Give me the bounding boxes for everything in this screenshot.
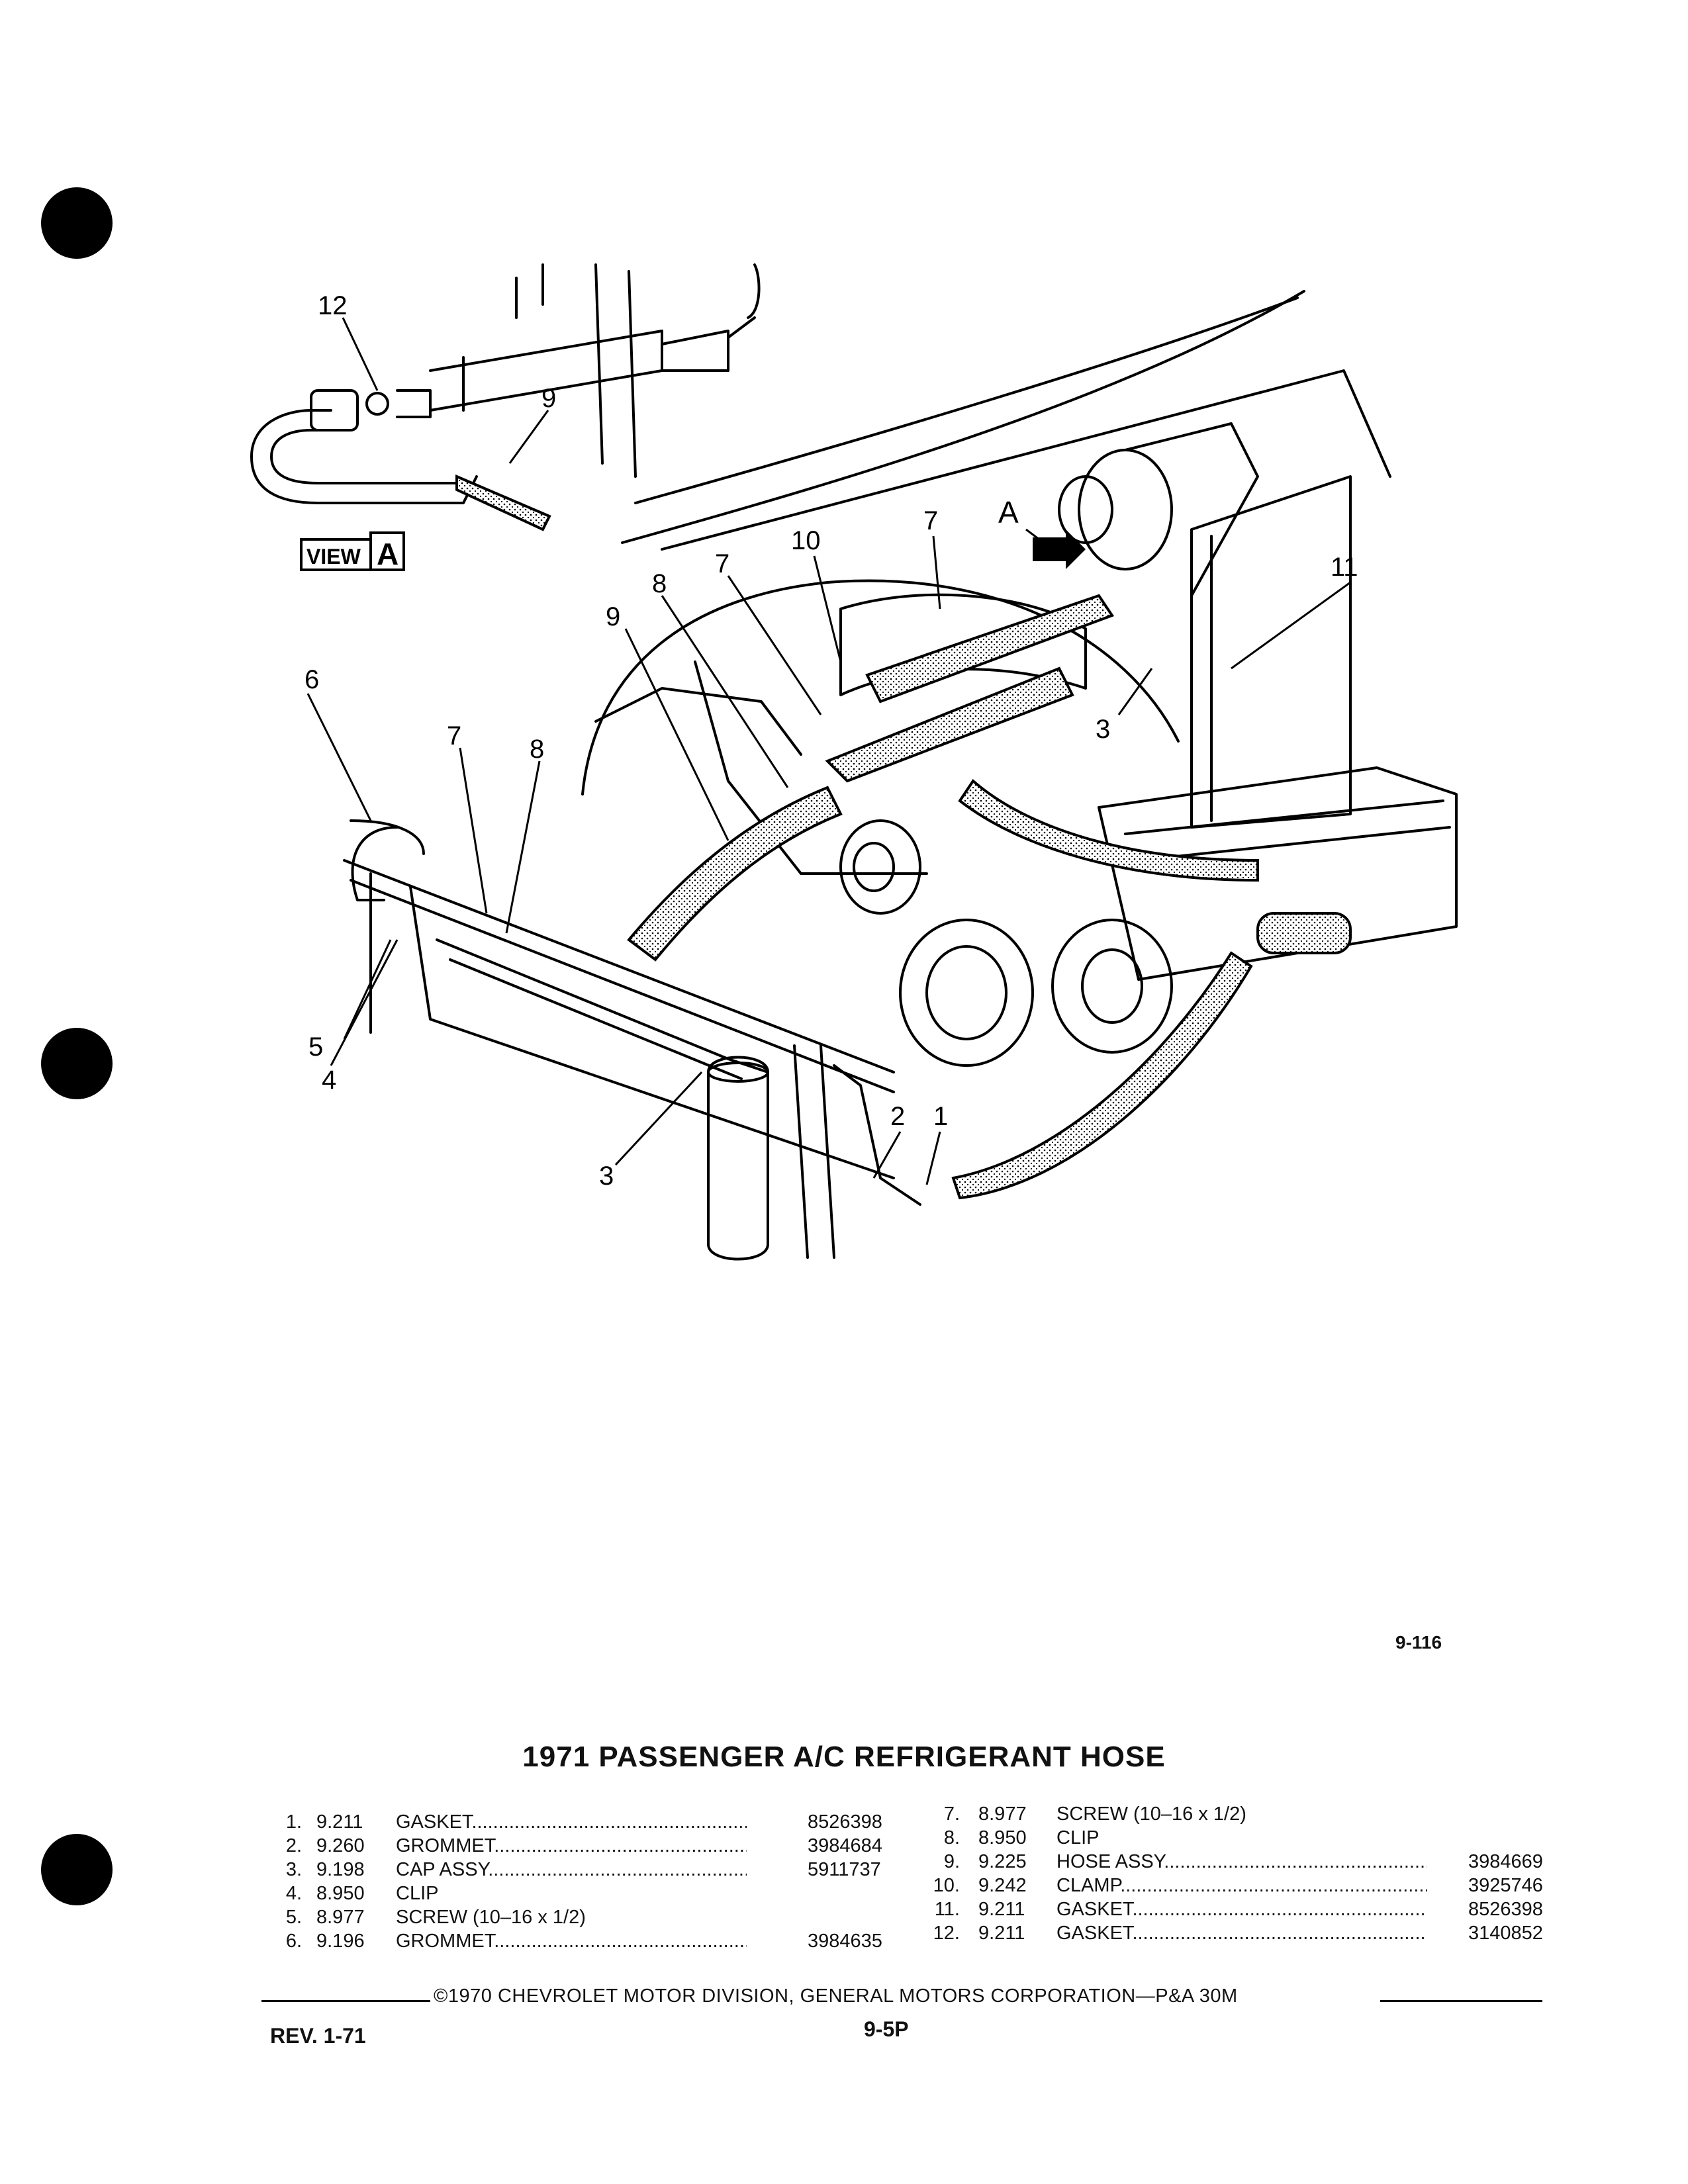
part-number: 3984669 xyxy=(1468,1851,1543,1872)
revision-label: REV. 1-71 xyxy=(270,2024,366,2048)
part-group-code: 9.211 xyxy=(978,1923,1025,1944)
part-description: CAP ASSY................................… xyxy=(396,1859,747,1880)
parts-row-9: 9. 9.225 HOSE ASSY......................… xyxy=(927,1850,1589,1874)
callout-4: 4 xyxy=(322,1066,336,1095)
parts-list-right: 7. 8.977 SCREW (10–16 x 1/2) 8. 8.950 CL… xyxy=(927,1802,1589,1974)
parts-row-6: 6. 9.196 GROMMET........................… xyxy=(278,1929,907,1953)
footer-rule-left xyxy=(261,2000,430,2002)
parts-row-2: 2. 9.260 GROMMET........................… xyxy=(278,1834,907,1858)
part-description: GROMMET.................................… xyxy=(396,1835,747,1856)
part-group-code: 8.950 xyxy=(316,1883,365,1904)
part-description: HOSE ASSY...............................… xyxy=(1056,1851,1427,1872)
binder-hole-bottom xyxy=(41,1834,113,1905)
callout-3a: 3 xyxy=(1096,715,1110,744)
part-number: 3984635 xyxy=(808,1931,882,1952)
callout-7a: 7 xyxy=(447,721,461,751)
part-group-code: 9.198 xyxy=(316,1859,365,1880)
parts-row-10: 10. 9.242 CLAMP.........................… xyxy=(927,1874,1589,1897)
callout-6: 6 xyxy=(305,665,319,694)
binder-hole-middle xyxy=(41,1028,113,1099)
callout-3b: 3 xyxy=(599,1161,614,1191)
part-description: CLAMP...................................… xyxy=(1056,1875,1427,1896)
parts-row-1: 1. 9.211 GASKET.........................… xyxy=(278,1810,907,1834)
binder-hole-top xyxy=(41,187,113,259)
callout-10: 10 xyxy=(791,526,821,555)
part-group-code: 9.211 xyxy=(978,1899,1025,1920)
part-number-index: 8. xyxy=(943,1827,960,1848)
part-group-code: 9.196 xyxy=(316,1931,365,1952)
part-number: 3984684 xyxy=(808,1835,882,1856)
arrow-letter: A xyxy=(998,495,1019,529)
parts-row-5: 5. 8.977 SCREW (10–16 x 1/2) xyxy=(278,1905,907,1929)
part-number-index: 3. xyxy=(285,1859,302,1880)
callout-9b: 9 xyxy=(541,384,556,413)
part-group-code: 9.225 xyxy=(978,1851,1027,1872)
part-group-code: 9.260 xyxy=(316,1835,365,1856)
part-description: GASKET..................................… xyxy=(1056,1923,1427,1944)
parts-row-7: 7. 8.977 SCREW (10–16 x 1/2) xyxy=(927,1802,1589,1826)
part-number-index: 2. xyxy=(285,1835,302,1856)
callout-5: 5 xyxy=(308,1032,323,1062)
view-label-word: VIEW xyxy=(306,545,361,569)
part-description: GASKET..................................… xyxy=(396,1811,747,1833)
parts-row-3: 3. 9.198 CAP ASSY.......................… xyxy=(278,1858,907,1882)
callout-7b: 7 xyxy=(715,549,729,578)
part-number: 3925746 xyxy=(1468,1875,1543,1896)
page-number: 9-5P xyxy=(864,2017,909,2041)
part-number-index: 10. xyxy=(933,1875,960,1896)
part-number-index: 11. xyxy=(934,1899,960,1920)
part-description: GASKET..................................… xyxy=(1056,1899,1427,1920)
view-a-label: VIEW A xyxy=(300,531,405,571)
part-description: SCREW (10–16 x 1/2) xyxy=(396,1907,586,1928)
callout-8b: 8 xyxy=(652,569,667,598)
callout-7c: 7 xyxy=(923,506,938,535)
part-number-index: 7. xyxy=(943,1803,960,1825)
part-group-code: 8.950 xyxy=(978,1827,1027,1848)
callout-9a: 9 xyxy=(606,602,620,631)
part-number-index: 6. xyxy=(285,1931,302,1952)
part-description: CLIP xyxy=(1056,1827,1100,1848)
part-description: CLIP xyxy=(396,1883,439,1904)
callout-1: 1 xyxy=(933,1102,948,1131)
part-group-code: 9.211 xyxy=(316,1811,363,1833)
part-number-index: 12. xyxy=(933,1923,960,1944)
part-number-index: 9. xyxy=(943,1851,960,1872)
part-number-index: 5. xyxy=(285,1907,302,1928)
part-number: 3140852 xyxy=(1468,1923,1543,1944)
part-number: 5911737 xyxy=(808,1859,881,1880)
part-number-index: 4. xyxy=(285,1883,302,1904)
parts-row-11: 11. 9.211 GASKET........................… xyxy=(927,1897,1589,1921)
view-label-letter: A xyxy=(377,537,399,571)
ac-hose-illustration: VIEW A A 1 2 3 3 4 5 6 7 7 7 8 8 9 9 10 … xyxy=(250,263,1458,1261)
part-number: 8526398 xyxy=(808,1811,882,1833)
parts-list-left: 1. 9.211 GASKET.........................… xyxy=(278,1810,907,1982)
parts-row-12: 12. 9.211 GASKET........................… xyxy=(927,1921,1589,1945)
part-group-code: 8.977 xyxy=(978,1803,1027,1825)
parts-row-8: 8. 8.950 CLIP xyxy=(927,1826,1589,1850)
part-group-code: 9.242 xyxy=(978,1875,1027,1896)
page-title: 1971 PASSENGER A/C REFRIGERANT HOSE xyxy=(522,1741,1166,1773)
figure-code: 9-116 xyxy=(1395,1632,1442,1653)
part-description: GROMMET.................................… xyxy=(396,1931,747,1952)
copyright-line: ©1970 CHEVROLET MOTOR DIVISION, GENERAL … xyxy=(434,1985,1238,2007)
part-group-code: 8.977 xyxy=(316,1907,365,1928)
footer-rule-right xyxy=(1380,2000,1542,2002)
callout-8a: 8 xyxy=(530,735,544,764)
callout-11: 11 xyxy=(1331,553,1358,582)
parts-row-4: 4. 8.950 CLIP xyxy=(278,1882,907,1905)
callout-2: 2 xyxy=(890,1102,905,1131)
part-number-index: 1. xyxy=(285,1811,302,1833)
callout-12: 12 xyxy=(318,291,348,320)
part-number: 8526398 xyxy=(1468,1899,1543,1920)
part-description: SCREW (10–16 x 1/2) xyxy=(1056,1803,1246,1825)
